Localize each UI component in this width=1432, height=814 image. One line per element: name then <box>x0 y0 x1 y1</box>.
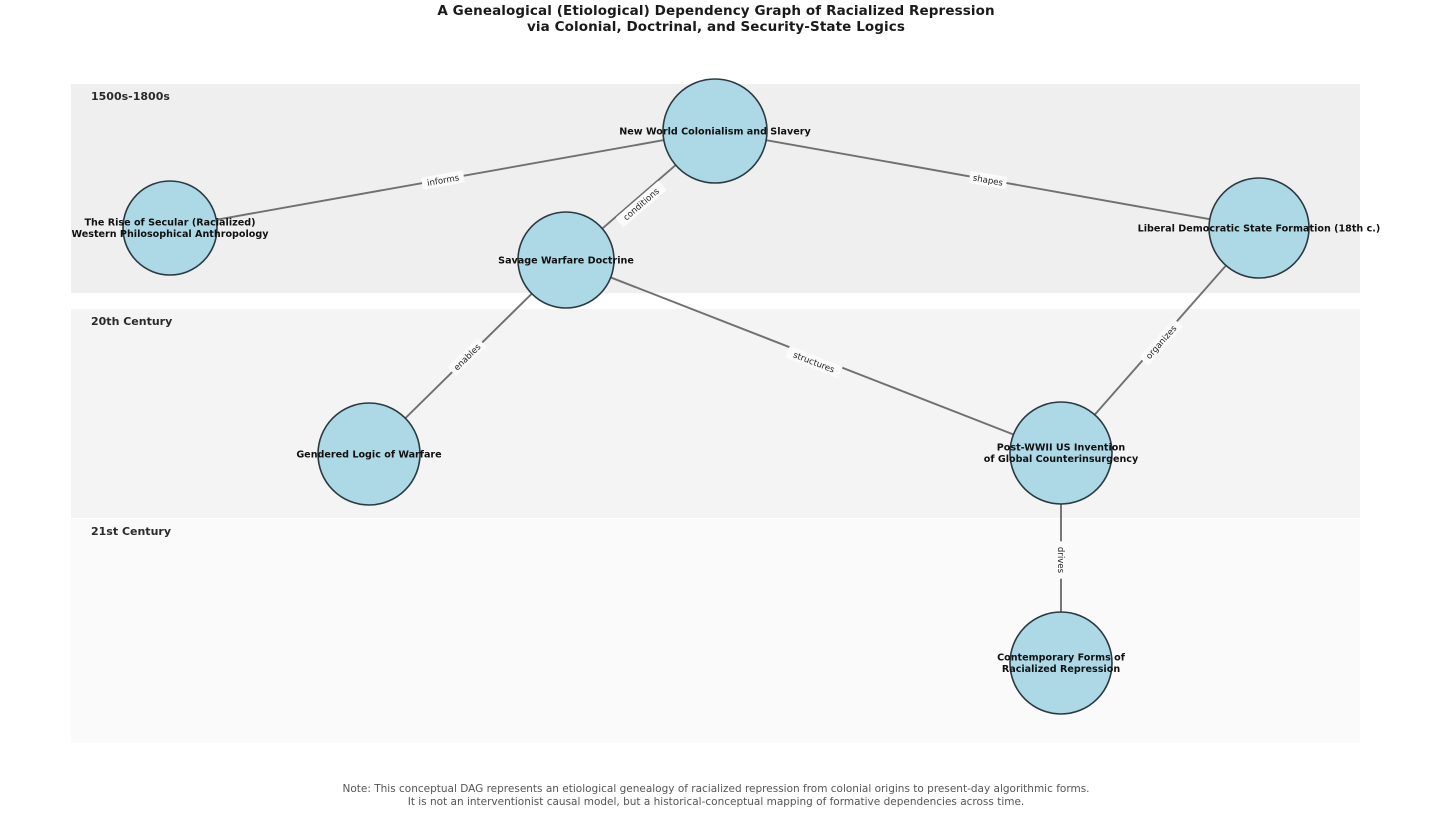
figure-note-line-2: It is not an interventionist causal mode… <box>407 795 1025 808</box>
figure-title-line-2: via Colonial, Doctrinal, and Security-St… <box>526 18 906 35</box>
node-label: Savage Warfare Doctrine <box>498 255 634 266</box>
edge-label-plate <box>448 338 486 376</box>
node-label: New World Colonialism and Slavery <box>619 126 811 137</box>
edge-label-drives: drives <box>1054 541 1068 579</box>
node-circle[interactable] <box>1208 177 1310 279</box>
node-circle[interactable] <box>122 180 218 276</box>
era-band-label: 21st Century <box>91 525 171 538</box>
era-band: 20th Century <box>71 309 1360 518</box>
era-band: 21st Century <box>71 519 1360 743</box>
figure-note-line-1: Note: This conceptual DAG represents an … <box>342 783 1090 795</box>
node-label-line: Western Philosophical Anthropology <box>71 229 269 240</box>
edge-label-plate <box>616 181 666 227</box>
era-band-label: 20th Century <box>91 315 172 328</box>
node-label-line: Savage Warfare Doctrine <box>498 255 634 266</box>
edge-label-plate <box>1054 541 1068 579</box>
graph-node[interactable]: New World Colonialism and Slavery <box>619 78 811 184</box>
node-circle[interactable] <box>517 211 615 309</box>
node-label: The Rise of Secular (Racialized)Western … <box>71 218 269 240</box>
node-label-line: Racialized Repression <box>1002 664 1120 675</box>
edge-label-text: drives <box>1055 547 1065 574</box>
node-label: Gendered Logic of Warfare <box>296 449 442 460</box>
era-band-rect <box>71 309 1360 518</box>
node-circle[interactable] <box>1009 611 1113 715</box>
era-band-rect <box>71 519 1360 743</box>
graph-node[interactable]: Savage Warfare Doctrine <box>498 211 634 309</box>
edge-label-plate <box>421 170 465 190</box>
figure-note: Note: This conceptual DAG represents an … <box>0 783 1432 809</box>
edge-conditions <box>601 164 677 230</box>
edge-label-plate <box>968 170 1008 190</box>
node-label-line: New World Colonialism and Slavery <box>619 126 811 137</box>
edge-label-plate <box>785 346 843 378</box>
figure-title: A Genealogical (Etiological) Dependency … <box>0 3 1432 36</box>
node-label-line: Gendered Logic of Warfare <box>296 449 442 460</box>
node-circle[interactable] <box>662 78 768 184</box>
graph-node[interactable]: Gendered Logic of Warfare <box>296 402 442 506</box>
node-label-line: The Rise of Secular (Racialized) <box>85 218 256 229</box>
edge-label-plate <box>1139 319 1183 366</box>
node-circle[interactable] <box>317 402 421 506</box>
era-band-label: 1500s-1800s <box>91 90 170 103</box>
node-label-line: Contemporary Forms of <box>997 653 1126 664</box>
nodes-layer: The Rise of Secular (Racialized)Western … <box>71 78 1381 715</box>
figure-title-line-1: A Genealogical (Etiological) Dependency … <box>437 3 995 19</box>
node-label-line: Post-WWII US Invention <box>997 443 1126 454</box>
node-label: Liberal Democratic State Formation (18th… <box>1138 223 1381 234</box>
node-label-line: of Global Counterinsurgency <box>984 454 1139 465</box>
node-circle[interactable] <box>1009 401 1113 505</box>
graph-node[interactable]: The Rise of Secular (Racialized)Western … <box>71 180 269 276</box>
node-label-line: Liberal Democratic State Formation (18th… <box>1138 223 1381 234</box>
graph-node[interactable]: Liberal Democratic State Formation (18th… <box>1138 177 1381 279</box>
